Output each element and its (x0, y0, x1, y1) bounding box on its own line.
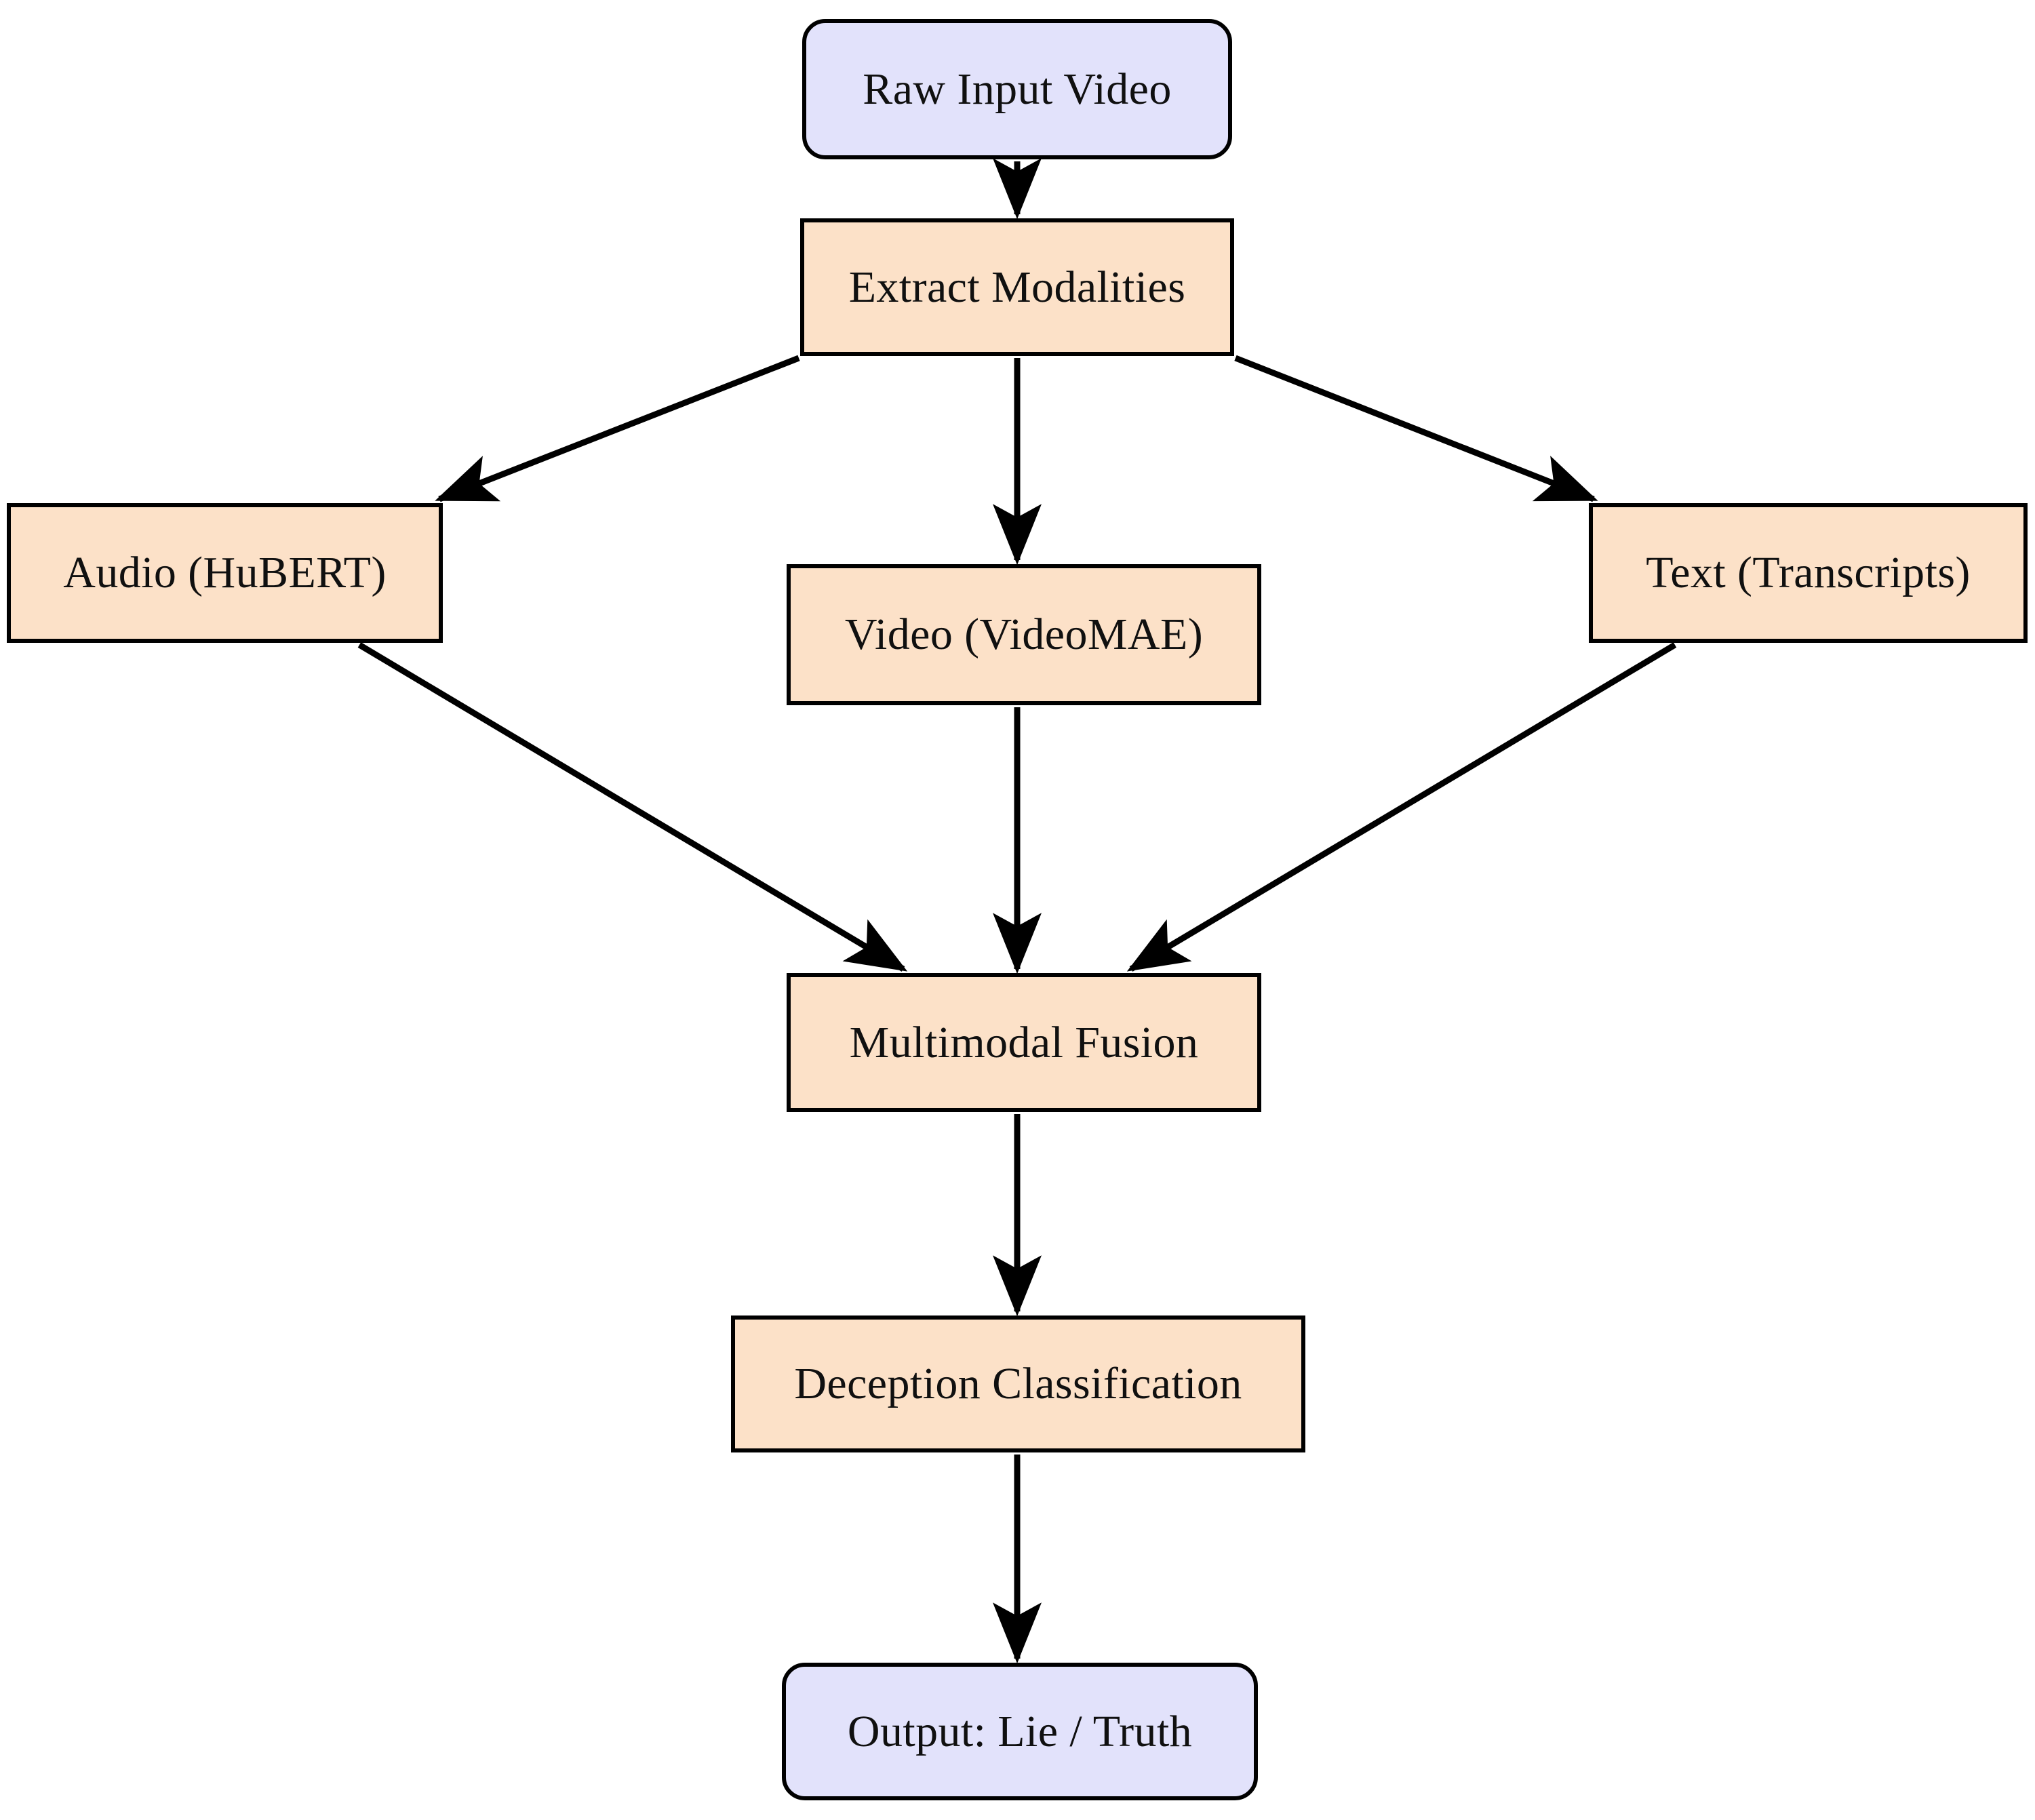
node-audio-hubert[interactable]: Audio (HuBERT) (7, 503, 443, 643)
node-label-output-lie-truth: Output: Lie / Truth (847, 1706, 1193, 1756)
node-multimodal-fusion[interactable]: Multimodal Fusion (787, 973, 1261, 1112)
node-raw-input-video[interactable]: Raw Input Video (802, 19, 1232, 159)
edge-extract-to-text (1234, 355, 1598, 502)
node-label-extract-modalities: Extract Modalities (848, 262, 1186, 312)
node-text-transcripts[interactable]: Text (Transcripts) (1589, 503, 2028, 643)
node-video-videomae[interactable]: Video (VideoMAE) (787, 564, 1261, 705)
edge-text-to-fusion (1126, 642, 1677, 972)
node-label-text-transcripts: Text (Transcripts) (1646, 548, 1971, 598)
edge-extract-to-audio (435, 355, 800, 502)
node-label-deception-classification: Deception Classification (794, 1359, 1242, 1409)
node-label-multimodal-fusion: Multimodal Fusion (849, 1017, 1199, 1067)
node-label-raw-input-video: Raw Input Video (863, 64, 1172, 114)
node-label-video-videomae: Video (VideoMAE) (844, 610, 1204, 660)
edge-audio-to-fusion (357, 642, 908, 972)
node-label-audio-hubert: Audio (HuBERT) (63, 548, 387, 598)
node-deception-classification[interactable]: Deception Classification (731, 1315, 1305, 1452)
node-extract-modalities[interactable]: Extract Modalities (800, 218, 1234, 356)
node-output-lie-truth[interactable]: Output: Lie / Truth (782, 1663, 1258, 1800)
